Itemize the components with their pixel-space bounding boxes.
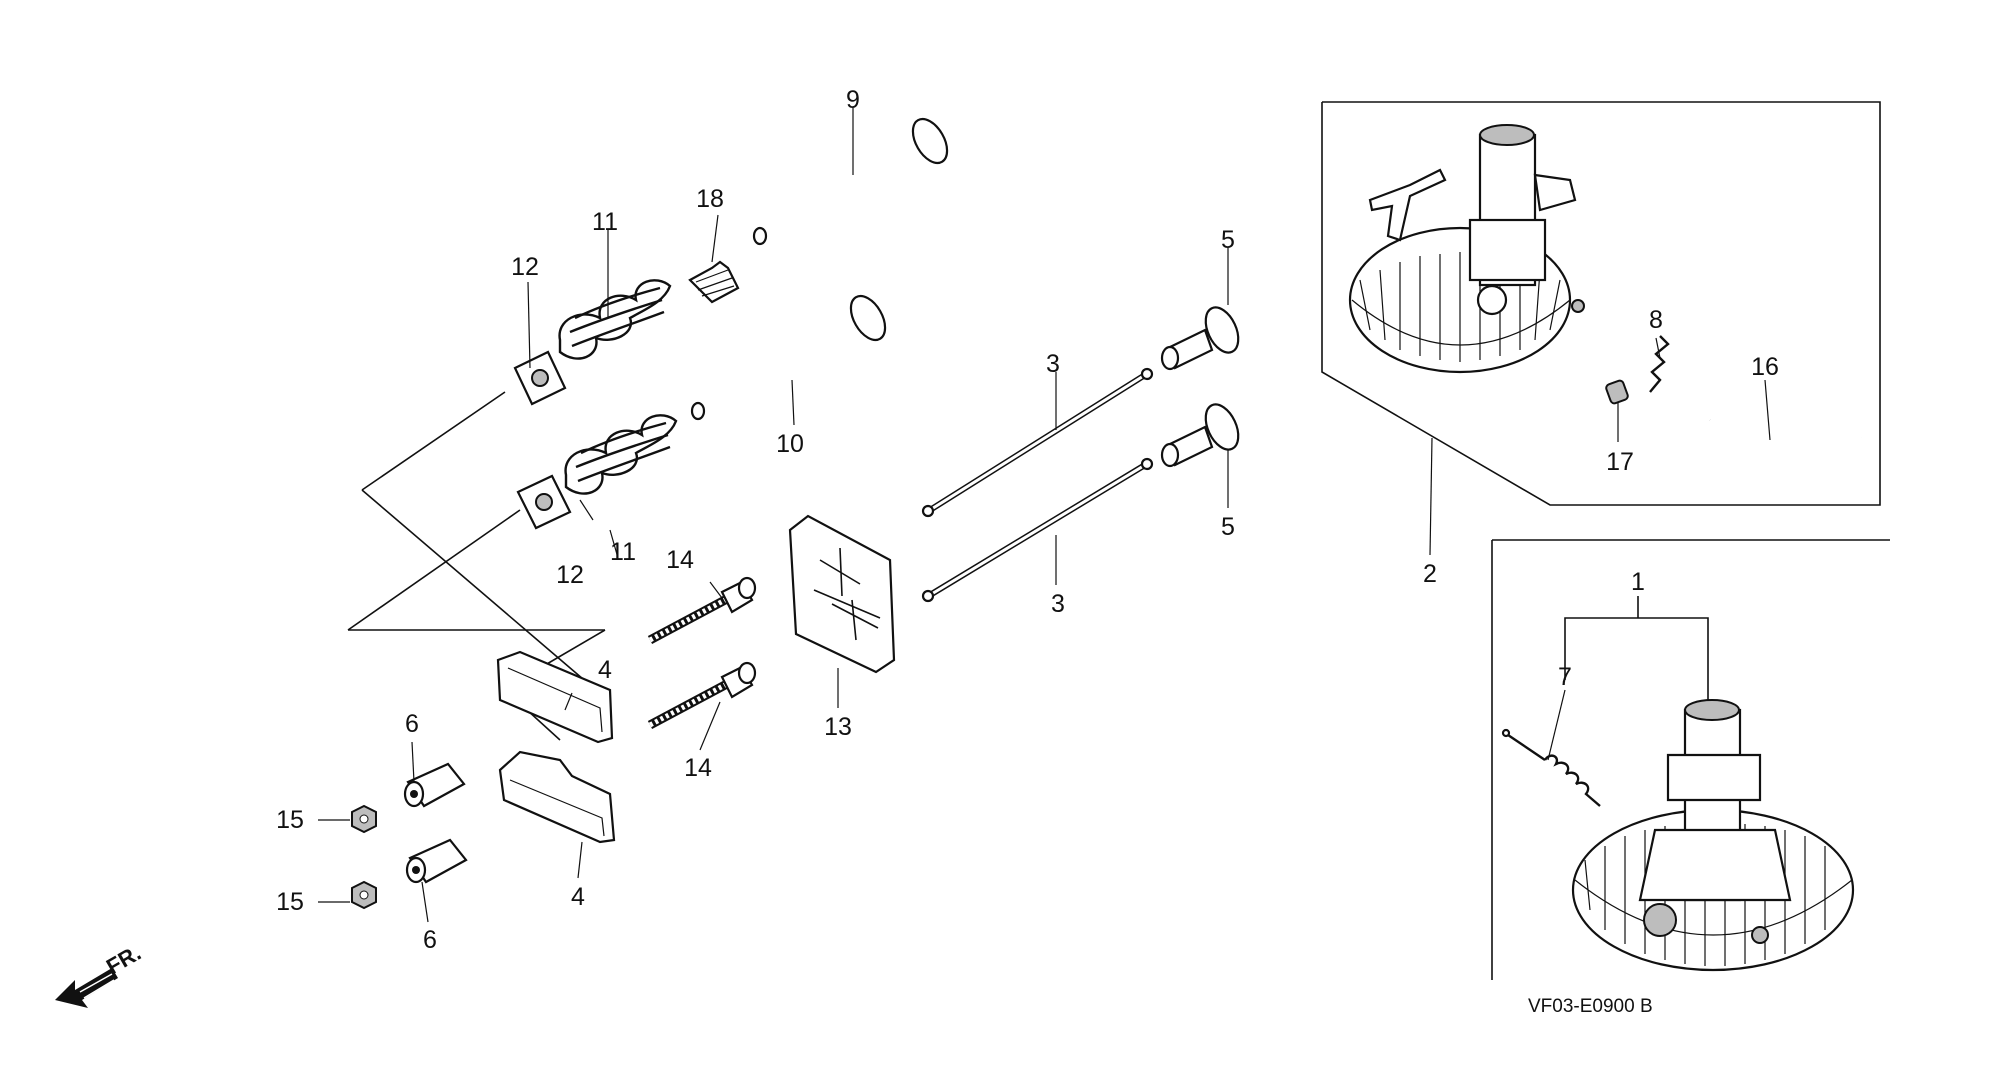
camshaft-spring[interactable] <box>1501 728 1601 807</box>
callout-3-lower: 3 <box>1051 590 1065 618</box>
front-direction-arrow-icon <box>55 968 118 1008</box>
camshaft-box <box>1491 539 1890 980</box>
reference-lines <box>347 391 606 741</box>
exhaust-valve[interactable] <box>752 113 954 246</box>
valve-spring-lower[interactable] <box>564 414 678 495</box>
callout-11-lower: 11 <box>610 538 636 566</box>
camshaft-decomp[interactable] <box>1348 124 1585 374</box>
callout-9: 9 <box>846 86 860 114</box>
callout-12-lower: 12 <box>556 561 584 589</box>
callout-16: 16 <box>1751 353 1779 381</box>
valve-spring-upper[interactable] <box>558 279 672 360</box>
callout-18: 18 <box>696 185 724 213</box>
callout-8: 8 <box>1649 306 1663 334</box>
rocker-pivot-bolt-upper[interactable] <box>647 576 757 644</box>
camshaft-kit-box <box>1321 101 1881 506</box>
leader-lines <box>411 108 1771 923</box>
push-rod-lower[interactable] <box>921 457 1154 603</box>
drawing-code: VF03-E0900 B <box>1528 996 1653 1017</box>
callout-6-upper: 6 <box>405 710 419 738</box>
callout-17: 17 <box>1606 448 1634 476</box>
callout-6-lower: 6 <box>423 926 437 954</box>
callout-7: 7 <box>1558 663 1572 691</box>
callout-10: 10 <box>776 430 804 458</box>
decomp-weight-pin[interactable] <box>1605 379 1629 405</box>
callout-13: 13 <box>824 713 852 741</box>
callout-14-lower: 14 <box>684 754 712 782</box>
valve-lifter-lower[interactable] <box>1160 399 1245 468</box>
callout-15-lower: 15 <box>276 888 304 916</box>
callout-14-upper: 14 <box>666 546 694 574</box>
callout-5-lower: 5 <box>1221 513 1235 541</box>
valve-lifter-upper[interactable] <box>1160 302 1245 371</box>
push-rod-guide-plate[interactable] <box>788 514 896 674</box>
callout-11-upper: 11 <box>592 208 618 236</box>
inlet-valve[interactable] <box>690 290 892 421</box>
callout-3-upper: 3 <box>1046 350 1060 378</box>
lock-nut-upper[interactable] <box>351 804 377 834</box>
push-rod-upper[interactable] <box>921 367 1154 518</box>
callout-15-upper: 15 <box>276 806 304 834</box>
decomp-shaft[interactable] <box>1709 418 1863 442</box>
rocker-arm-lower[interactable] <box>498 750 616 844</box>
callout-bracket-1 <box>1564 596 1709 700</box>
valve-stem-seal[interactable] <box>688 260 740 304</box>
callout-2: 2 <box>1423 560 1437 588</box>
lock-nut-lower[interactable] <box>351 880 377 910</box>
rocker-pivot-collar-lower[interactable] <box>405 838 468 884</box>
decomp-spring[interactable] <box>1649 335 1670 393</box>
spring-retainer-upper[interactable] <box>513 350 567 406</box>
callout-1: 1 <box>1631 568 1645 596</box>
callout-12-upper: 12 <box>511 253 539 281</box>
spring-retainer-lower[interactable] <box>516 474 572 530</box>
camshaft[interactable] <box>1571 699 1855 972</box>
rocker-pivot-collar-upper[interactable] <box>403 762 466 808</box>
callout-4-upper: 4 <box>598 656 612 684</box>
rocker-pivot-bolt-lower[interactable] <box>647 661 757 729</box>
callout-5-upper: 5 <box>1221 226 1235 254</box>
rocker-arm-upper[interactable] <box>496 650 614 744</box>
callout-4-lower: 4 <box>571 883 585 911</box>
